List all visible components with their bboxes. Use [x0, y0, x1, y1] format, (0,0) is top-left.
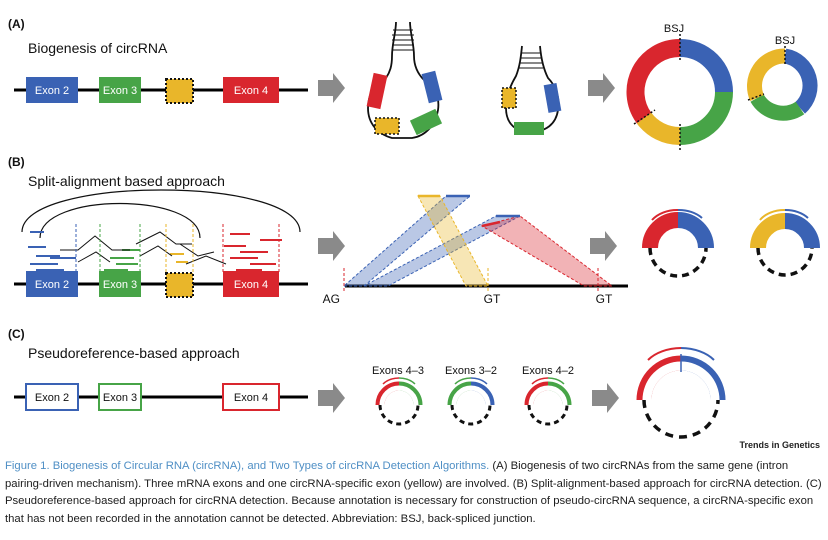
exon-2-box [25, 383, 79, 411]
hairpin-2-specific-exon [501, 87, 517, 109]
hairpin-1-exon-2 [421, 70, 443, 104]
panel-c-gene: Exon 2 Exon 3 Exon 4 [14, 383, 308, 411]
hairpin-2-exon-3 [514, 122, 544, 135]
exon-3-box [99, 77, 141, 103]
exon-4-box [223, 271, 279, 297]
hairpin-1-specific-exon [374, 117, 400, 135]
panel-a-label: (A) [8, 17, 25, 31]
pseudo-label-3-2: Exons 3–2 [445, 365, 497, 377]
exon-3-label: Exon 3 [103, 85, 137, 97]
aligned-reads [28, 224, 282, 272]
exon-3-box [98, 383, 142, 411]
exon-3-box [99, 271, 141, 297]
circrna-1-ring [626, 34, 733, 150]
pseudo-label-4-3: Exons 4–3 [372, 365, 424, 377]
bsj-label-1: BSJ [664, 23, 684, 35]
journal-brand: Trends in Genetics [739, 440, 820, 450]
pseudo-circrna-4-3 [375, 377, 423, 426]
panel-b-label: (B) [8, 155, 25, 169]
bsj-label-2: BSJ [775, 35, 795, 47]
arrow-icon [588, 73, 615, 103]
arrow-icon [318, 231, 345, 261]
intron-pairing-hairpin-2 [501, 45, 562, 135]
exon-2-label: Exon 2 [35, 392, 69, 404]
arrow-icon [592, 383, 619, 413]
specific-exon-box [165, 78, 194, 104]
exon-4-label: Exon 4 [234, 279, 268, 291]
hairpin-1-exon-4 [366, 72, 388, 110]
pseudo-label-4-2: Exons 4–2 [522, 365, 574, 377]
back-splice-alignment [342, 194, 628, 292]
figure-caption: Figure 1. Biogenesis of Circular RNA (ci… [5, 458, 823, 528]
caption-body: (A) Biogenesis of two circRNAs from the … [5, 460, 822, 525]
detected-circrna-1 [642, 208, 714, 278]
exon-4-box [223, 77, 279, 103]
detected-pseudo-circrna [636, 347, 726, 439]
split-read-arcs [21, 189, 301, 239]
panel-c-title: Pseudoreference-based approach [28, 345, 240, 361]
detected-circrna-2 [750, 208, 820, 277]
exon-4-label: Exon 4 [234, 392, 268, 404]
exon-2-box [26, 77, 78, 103]
exon-2-label: Exon 2 [35, 279, 69, 291]
panel-b-title: Split-alignment based approach [28, 173, 225, 189]
panel-a-title: Biogenesis of circRNA [28, 40, 168, 56]
arrow-icon [318, 383, 345, 413]
splice-site-ag: AG [323, 292, 340, 306]
splice-site-gt-1: GT [484, 292, 501, 306]
exon-3-label: Exon 3 [103, 392, 137, 404]
pseudo-circrna-3-2 [447, 377, 495, 426]
arrow-icon [590, 231, 617, 261]
caption-title: Figure 1. Biogenesis of Circular RNA (ci… [5, 460, 490, 472]
intron-pairing-hairpin-1 [366, 21, 443, 139]
hairpin-1-exon-3 [409, 108, 443, 136]
panel-b-gene: Exon 2 Exon 3 Exon 4 [14, 271, 308, 298]
pseudo-circrna-4-2 [524, 377, 572, 426]
panel-a-gene: Exon 2 Exon 3 Exon 4 [14, 77, 308, 104]
arrow-icon [318, 73, 345, 103]
exon-2-box [26, 271, 78, 297]
exon-4-label: Exon 4 [234, 85, 268, 97]
exon-3-label: Exon 3 [103, 279, 137, 291]
exon-2-label: Exon 2 [35, 85, 69, 97]
specific-exon-box [165, 272, 194, 298]
hairpin-2-exon-2 [543, 82, 562, 113]
panel-c-label: (C) [8, 327, 25, 341]
circrna-2-ring [747, 46, 818, 121]
exon-4-box [222, 383, 280, 411]
splice-site-gt-2: GT [596, 292, 613, 306]
